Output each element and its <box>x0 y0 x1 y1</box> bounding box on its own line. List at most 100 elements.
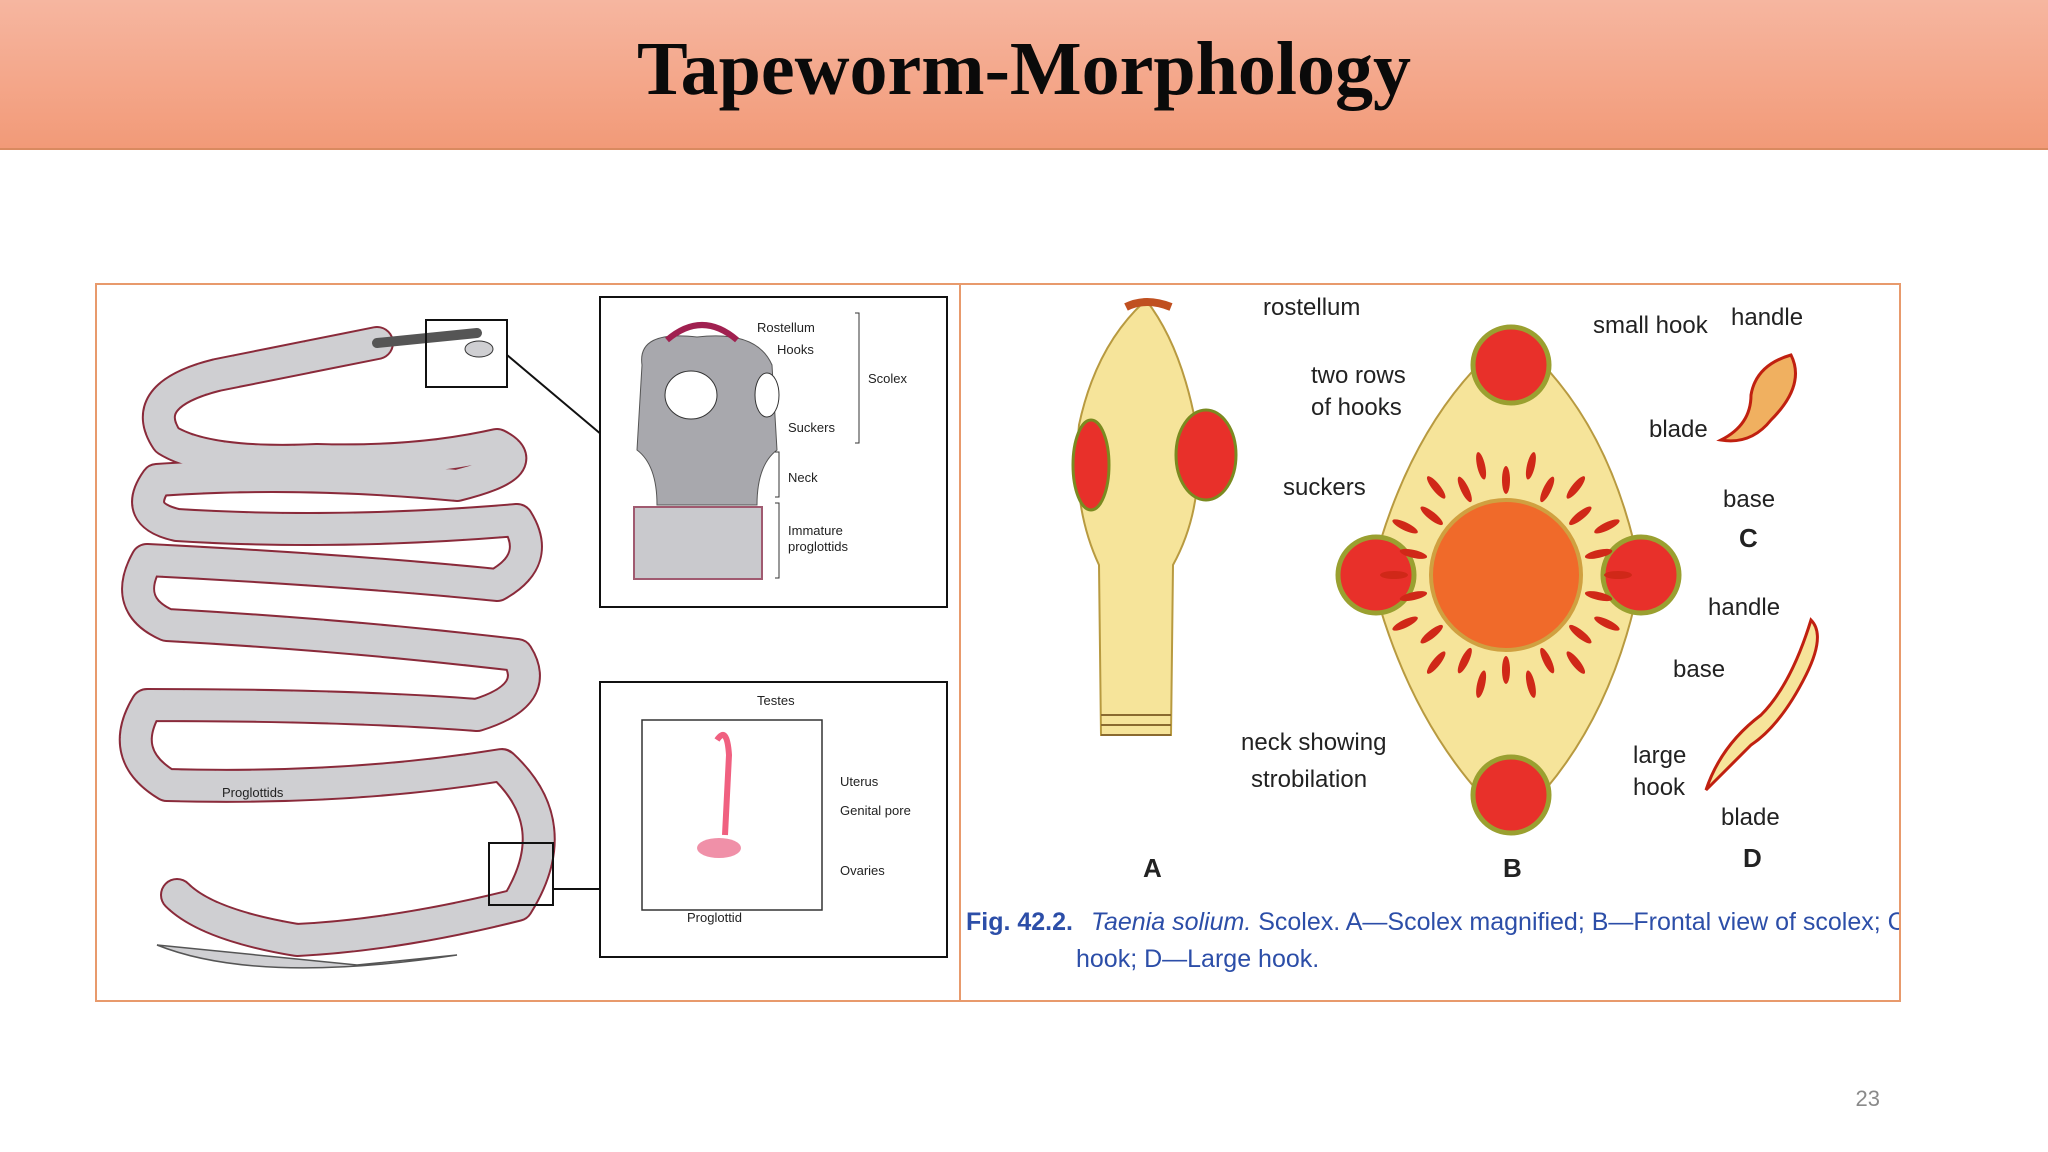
a-two-rows-label-1: two rows <box>1311 362 1406 389</box>
a-letter: A <box>1143 853 1162 883</box>
scolex-hook <box>1604 571 1632 579</box>
scolex-a-body <box>1076 298 1200 736</box>
ovaries-label: Ovaries <box>840 863 885 878</box>
large-hook-drawing <box>1704 617 1819 792</box>
immature-label-2: proglottids <box>788 539 848 554</box>
scolex-label: Scolex <box>868 371 908 386</box>
b-large-hook-label-2: hook <box>1633 774 1686 801</box>
a-rostellum-label: rostellum <box>1263 294 1360 321</box>
scolex-hook <box>1399 591 1428 602</box>
neck-label: Neck <box>788 470 818 485</box>
figure-caption-line2: hook; D—Large hook. <box>1076 945 1319 973</box>
scolex-hook <box>1399 548 1428 559</box>
proglottid-inset <box>599 681 948 958</box>
a-neck-label-2: strobilation <box>1251 766 1367 793</box>
immature-bracket <box>775 502 780 579</box>
hooks-label: Hooks <box>777 342 814 357</box>
scolex-hook <box>1392 519 1418 534</box>
small-hook-drawing <box>1716 353 1797 443</box>
suckers-label: Suckers <box>788 420 835 435</box>
scolex-hook <box>1594 519 1620 534</box>
rostellum-label: Rostellum <box>757 320 815 335</box>
scolex-a-sucker-left <box>1071 418 1111 512</box>
scolex-hook <box>1540 476 1555 503</box>
scolex-b-rostellum <box>1429 498 1583 652</box>
b-letter: B <box>1503 853 1522 883</box>
c-handle-label: handle <box>1731 304 1803 331</box>
worm-body-fill <box>120 328 554 955</box>
scolex-hook <box>1569 624 1592 644</box>
right-scolex-diagram: rostellum two rows of hooks suckers neck… <box>966 294 1899 973</box>
scolex-b-sucker-left <box>1335 534 1417 616</box>
page-number: 23 <box>1855 1086 1880 1111</box>
scolex-hook <box>1476 452 1487 480</box>
immature-label-1: Immature <box>788 523 843 538</box>
figure-caption-line1: Fig. 42.2. Taenia solium. Scolex. A—Scole… <box>966 908 1899 936</box>
scolex-hook <box>1584 591 1613 602</box>
scolex-hook <box>1380 571 1408 579</box>
a-two-rows-label-2: of hooks <box>1311 394 1402 421</box>
scolex-hook <box>1594 616 1620 631</box>
d-base-label: base <box>1673 656 1725 683</box>
d-handle-label: handle <box>1708 594 1780 621</box>
scolex-hook <box>1426 651 1446 674</box>
scolex-hook <box>1525 670 1536 698</box>
scolex-connector <box>506 354 603 436</box>
slide-title: Tapeworm-Morphology <box>636 27 1412 111</box>
scolex-hook <box>1476 670 1487 698</box>
scolex-hook <box>1502 466 1510 494</box>
scolex-b-sucker-bottom <box>1470 754 1552 836</box>
scolex-hook <box>1566 651 1586 674</box>
left-tapeworm-diagram: Proglottids Rostellum Hooks Scolex Sucke… <box>118 296 948 969</box>
scolex-a-rostellum <box>1124 298 1173 311</box>
caption-species: Taenia solium. <box>1091 908 1251 936</box>
caption-fig-label: Fig. 42.2. <box>966 908 1073 936</box>
c-letter: C <box>1739 523 1758 553</box>
scolex-hook <box>1584 548 1613 559</box>
scolex-hook <box>1457 647 1472 674</box>
proglottid-callout-box <box>488 842 554 906</box>
uterus-drawing <box>714 732 733 836</box>
immature-proglottids-drawing <box>633 506 763 580</box>
scolex-b-sucker-top <box>1470 324 1552 406</box>
worm-tail <box>156 944 458 969</box>
scolex-hook <box>1426 476 1446 499</box>
genital-pore-label: Genital pore <box>840 803 911 818</box>
d-letter: D <box>1743 843 1762 873</box>
scolex-b-sucker-right <box>1600 534 1682 616</box>
scolex-sucker-side <box>754 372 780 418</box>
caption-line1-rest: Scolex. A—Scolex magnified; B—Frontal vi… <box>1251 908 1899 936</box>
scolex-callout-box <box>425 319 508 388</box>
b-small-hook-label: small hook <box>1593 312 1709 339</box>
scolex-a-neck-bands <box>1101 714 1171 736</box>
scolex-hooks <box>665 322 739 343</box>
uterus-label: Uterus <box>840 774 879 789</box>
c-blade-label: blade <box>1649 416 1708 443</box>
c-base-label: base <box>1723 486 1775 513</box>
scolex-hook <box>1525 452 1536 480</box>
proglottid-segment <box>641 719 823 911</box>
scolex-hook <box>1392 616 1418 631</box>
scolex-sucker-front <box>664 370 718 420</box>
title-bar: Tapeworm-Morphology <box>0 0 2048 150</box>
scolex-hook <box>1420 506 1443 526</box>
scolex-hook <box>1457 476 1472 503</box>
scolex-bracket <box>855 312 860 444</box>
scolex-b-hook-ring <box>1380 452 1632 698</box>
testes-label: Testes <box>757 693 795 708</box>
scolex-a-sucker-right <box>1174 408 1238 502</box>
d-blade-label: blade <box>1721 804 1780 831</box>
scolex-body <box>636 335 778 506</box>
scolex-hook <box>1502 656 1510 684</box>
scolex-hook <box>1566 476 1586 499</box>
proglottid-caption: Proglottid <box>687 910 742 925</box>
ovaries-drawing <box>697 838 741 858</box>
a-neck-label-1: neck showing <box>1241 729 1386 756</box>
proglottids-label: Proglottids <box>222 785 284 800</box>
b-large-hook-label-1: large <box>1633 742 1686 769</box>
figure-divider <box>959 283 961 1002</box>
scolex-hook <box>1569 506 1592 526</box>
worm-head <box>464 340 494 358</box>
scolex-hook <box>1540 647 1555 674</box>
a-suckers-label: suckers <box>1283 474 1366 501</box>
